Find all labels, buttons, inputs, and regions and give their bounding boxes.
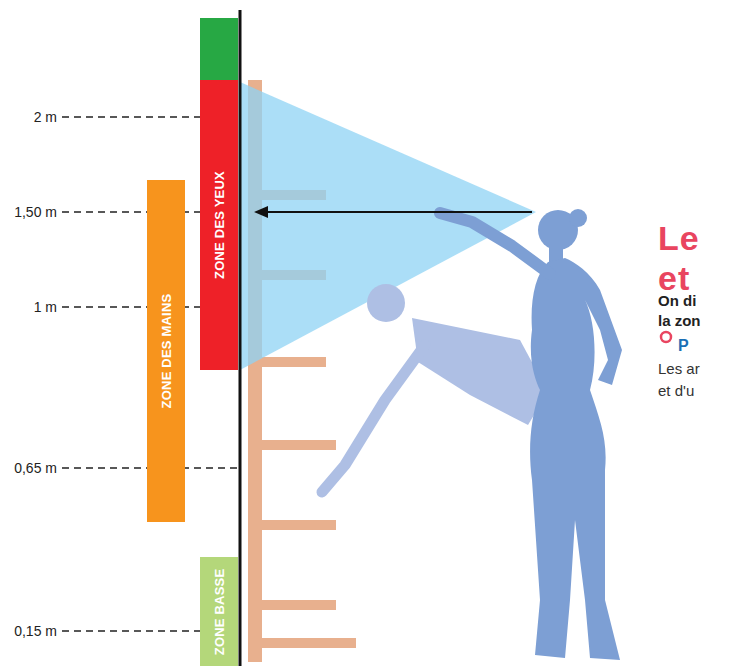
zone-label: ZONE DES MAINS	[159, 294, 174, 409]
gaze-arrow	[266, 211, 532, 213]
height-label: 0,15 m	[14, 624, 57, 638]
top-bar	[200, 18, 238, 88]
height-lines	[62, 117, 238, 631]
zone-bar: ZONE BASSE	[200, 557, 238, 666]
zone-label: ZONE BASSE	[212, 568, 227, 655]
subheading-fragment: P	[678, 338, 689, 354]
body-fragment: et d'u	[658, 383, 694, 398]
body-fragment: Les ar	[658, 361, 700, 376]
body-fragment: la zon	[658, 313, 701, 328]
body-fragment: On di	[658, 293, 696, 308]
arrow-head	[254, 206, 268, 218]
vision-cone	[240, 82, 536, 370]
height-label: 1,50 m	[14, 205, 57, 219]
standing-woman	[440, 209, 622, 660]
title-fragment: Le	[658, 221, 700, 255]
height-label: 0,65 m	[14, 461, 57, 475]
bullet-ring	[661, 332, 671, 342]
height-label: 1 m	[34, 300, 57, 314]
wall-axis	[239, 10, 242, 666]
zone-bar: ZONE DES YEUX	[200, 80, 238, 370]
zone-bar: ZONE DES MAINS	[147, 180, 185, 522]
title-fragment: et	[658, 261, 690, 295]
height-label: 2 m	[34, 110, 57, 124]
bending-woman	[322, 284, 548, 492]
zone-label: ZONE DES YEUX	[212, 171, 227, 279]
